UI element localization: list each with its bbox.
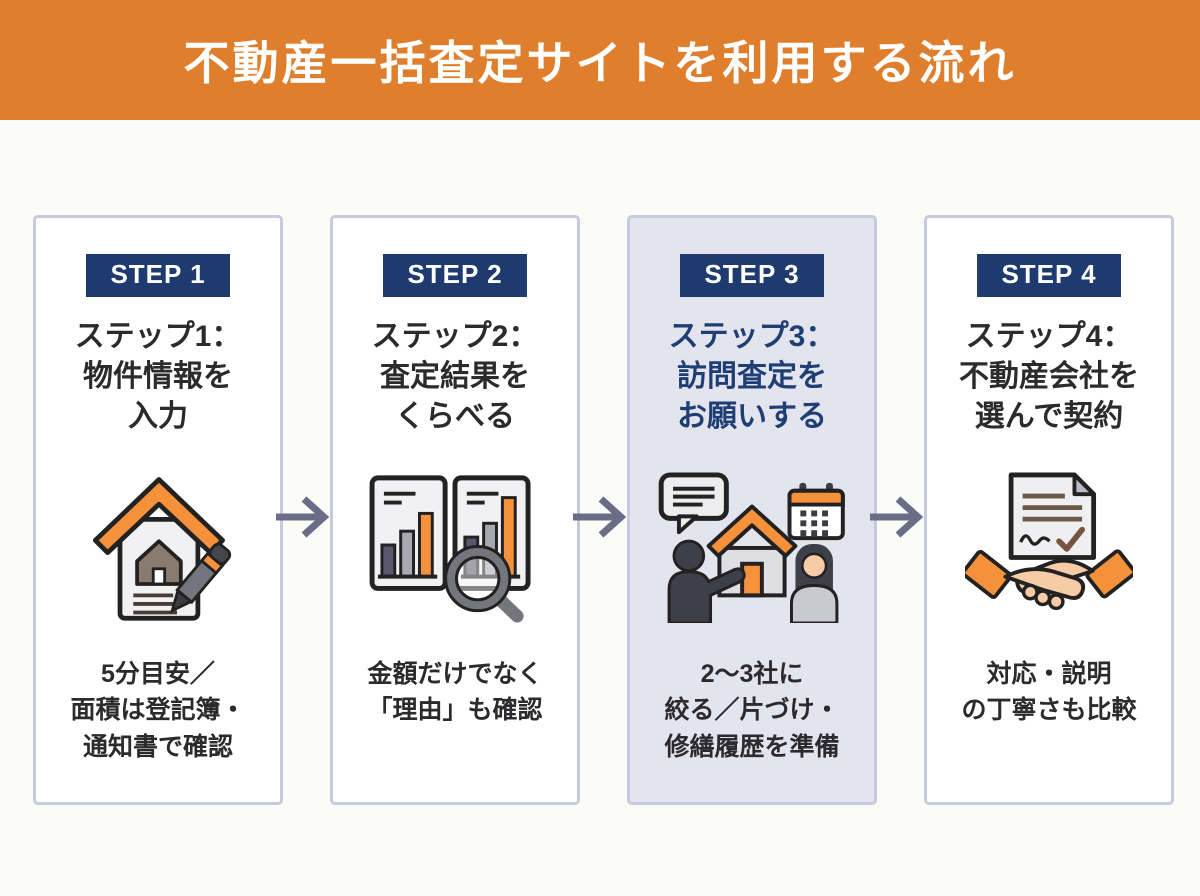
header-banner: 不動産一括査定サイトを利用する流れ <box>0 0 1200 120</box>
step-1-title: ステップ1： 物件情報を 入力 <box>74 320 242 433</box>
step-card-2: STEP 2 ステップ2： 査定結果を くらべる <box>330 215 580 805</box>
step-4-title: ステップ4： 不動産会社を 選んで契約 <box>959 320 1139 433</box>
house-document-pencil-icon <box>44 437 272 656</box>
step-3-badge: STEP 3 <box>680 254 824 297</box>
steps-flow: STEP 1 ステップ1： 物件情報を 入力 <box>0 120 1200 805</box>
infographic-page: 不動産一括査定サイトを利用する流れ STEP 1 ステップ1： 物件情報を 入力 <box>0 0 1200 805</box>
visit-consultation-icon <box>638 437 866 656</box>
chart-comparison-magnifier-icon <box>341 437 569 656</box>
step-1-caption: 5分目安／ 面積は登記簿・ 通知書で確認 <box>70 660 246 761</box>
page-title: 不動産一括査定サイトを利用する流れ <box>183 37 1017 89</box>
step-2-caption: 金額だけでなく 「理由」も確認 <box>367 660 543 725</box>
flow-gap <box>573 215 627 805</box>
flow-arrow-icon <box>573 496 627 538</box>
step-card-4: STEP 4 ステップ4： 不動産会社を 選んで契約 <box>924 215 1174 805</box>
step-3-title: ステップ3： 訪問査定を お願いする <box>668 320 836 433</box>
flow-arrow-icon <box>276 496 330 538</box>
flow-gap <box>870 215 924 805</box>
step-3-caption: 2〜3社に 絞る／片づけ・ 修繕履歴を準備 <box>664 660 840 761</box>
step-2-title: ステップ2： 査定結果を くらべる <box>371 320 539 433</box>
contract-handshake-icon <box>935 437 1163 656</box>
flow-arrow-icon <box>870 496 924 538</box>
flow-gap <box>276 215 330 805</box>
step-card-1: STEP 1 ステップ1： 物件情報を 入力 <box>33 215 283 805</box>
step-4-caption: 対応・説明 の丁寧さも比較 <box>961 660 1137 725</box>
step-4-badge: STEP 4 <box>977 254 1121 297</box>
step-1-badge: STEP 1 <box>86 254 230 297</box>
step-card-3: STEP 3 ステップ3： 訪問査定を お願いする <box>627 215 877 805</box>
step-2-badge: STEP 2 <box>383 254 527 297</box>
